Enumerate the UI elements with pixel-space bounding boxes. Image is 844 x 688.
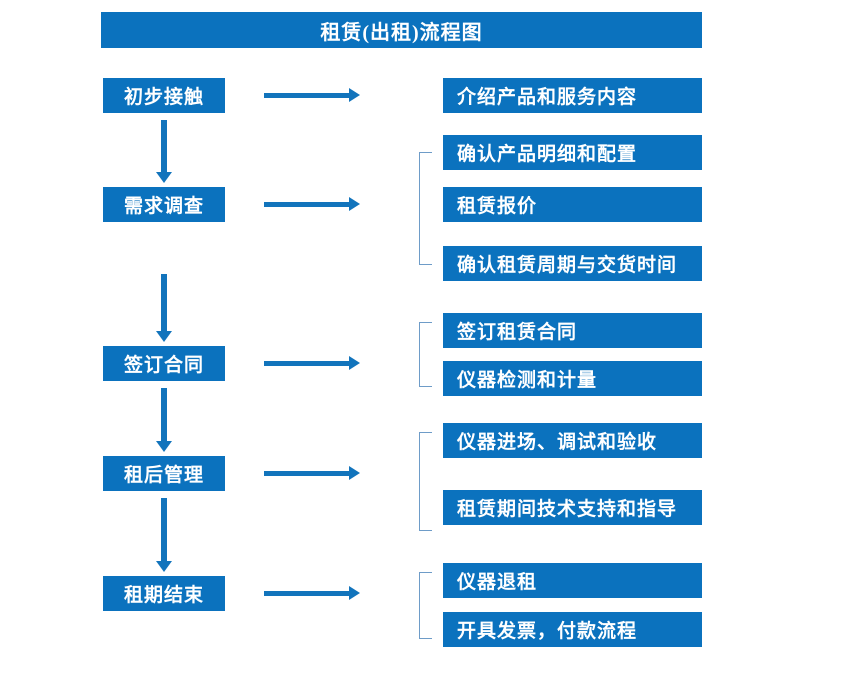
vertical-arrow-survey-to-contract xyxy=(156,274,172,342)
stage-box-preliminary-contact[interactable]: 初步接触 xyxy=(103,78,225,113)
flowchart-title: 租赁(出租)流程图 xyxy=(101,12,702,48)
detail-box-instrument-return[interactable]: 仪器退租 xyxy=(443,563,702,598)
stage-box-sign-contract[interactable]: 签订合同 xyxy=(103,346,225,381)
vertical-arrow-management-to-end xyxy=(156,498,172,572)
stage-box-demand-survey[interactable]: 需求调查 xyxy=(103,187,225,222)
group-bracket-lease-end xyxy=(419,572,432,639)
vertical-arrow-contract-to-management xyxy=(156,388,172,452)
detail-box-introduce-products[interactable]: 介绍产品和服务内容 xyxy=(443,78,702,113)
horizontal-arrow-management xyxy=(264,466,360,480)
horizontal-arrow-lease-end xyxy=(264,586,360,600)
group-bracket-sign-contract xyxy=(419,322,432,387)
stage-box-post-rental-management[interactable]: 租后管理 xyxy=(103,456,225,491)
vertical-arrow-contact-to-survey xyxy=(156,120,172,183)
stage-box-lease-end[interactable]: 租期结束 xyxy=(103,576,225,611)
detail-box-confirm-lease-period[interactable]: 确认租赁周期与交货时间 xyxy=(443,246,702,281)
horizontal-arrow-contact xyxy=(264,88,360,102)
detail-box-confirm-product-details[interactable]: 确认产品明细和配置 xyxy=(443,135,702,170)
detail-box-rental-quotation[interactable]: 租赁报价 xyxy=(443,187,702,222)
detail-box-instrument-entry-commissioning[interactable]: 仪器进场、调试和验收 xyxy=(443,423,702,458)
group-bracket-demand-survey xyxy=(419,152,432,265)
detail-box-invoice-payment[interactable]: 开具发票，付款流程 xyxy=(443,612,702,647)
detail-box-technical-support[interactable]: 租赁期间技术支持和指导 xyxy=(443,490,702,525)
horizontal-arrow-survey xyxy=(264,197,360,211)
horizontal-arrow-contract xyxy=(264,356,360,370)
detail-box-instrument-inspection[interactable]: 仪器检测和计量 xyxy=(443,361,702,396)
detail-box-sign-lease-contract[interactable]: 签订租赁合同 xyxy=(443,313,702,348)
group-bracket-post-rental xyxy=(419,432,432,531)
